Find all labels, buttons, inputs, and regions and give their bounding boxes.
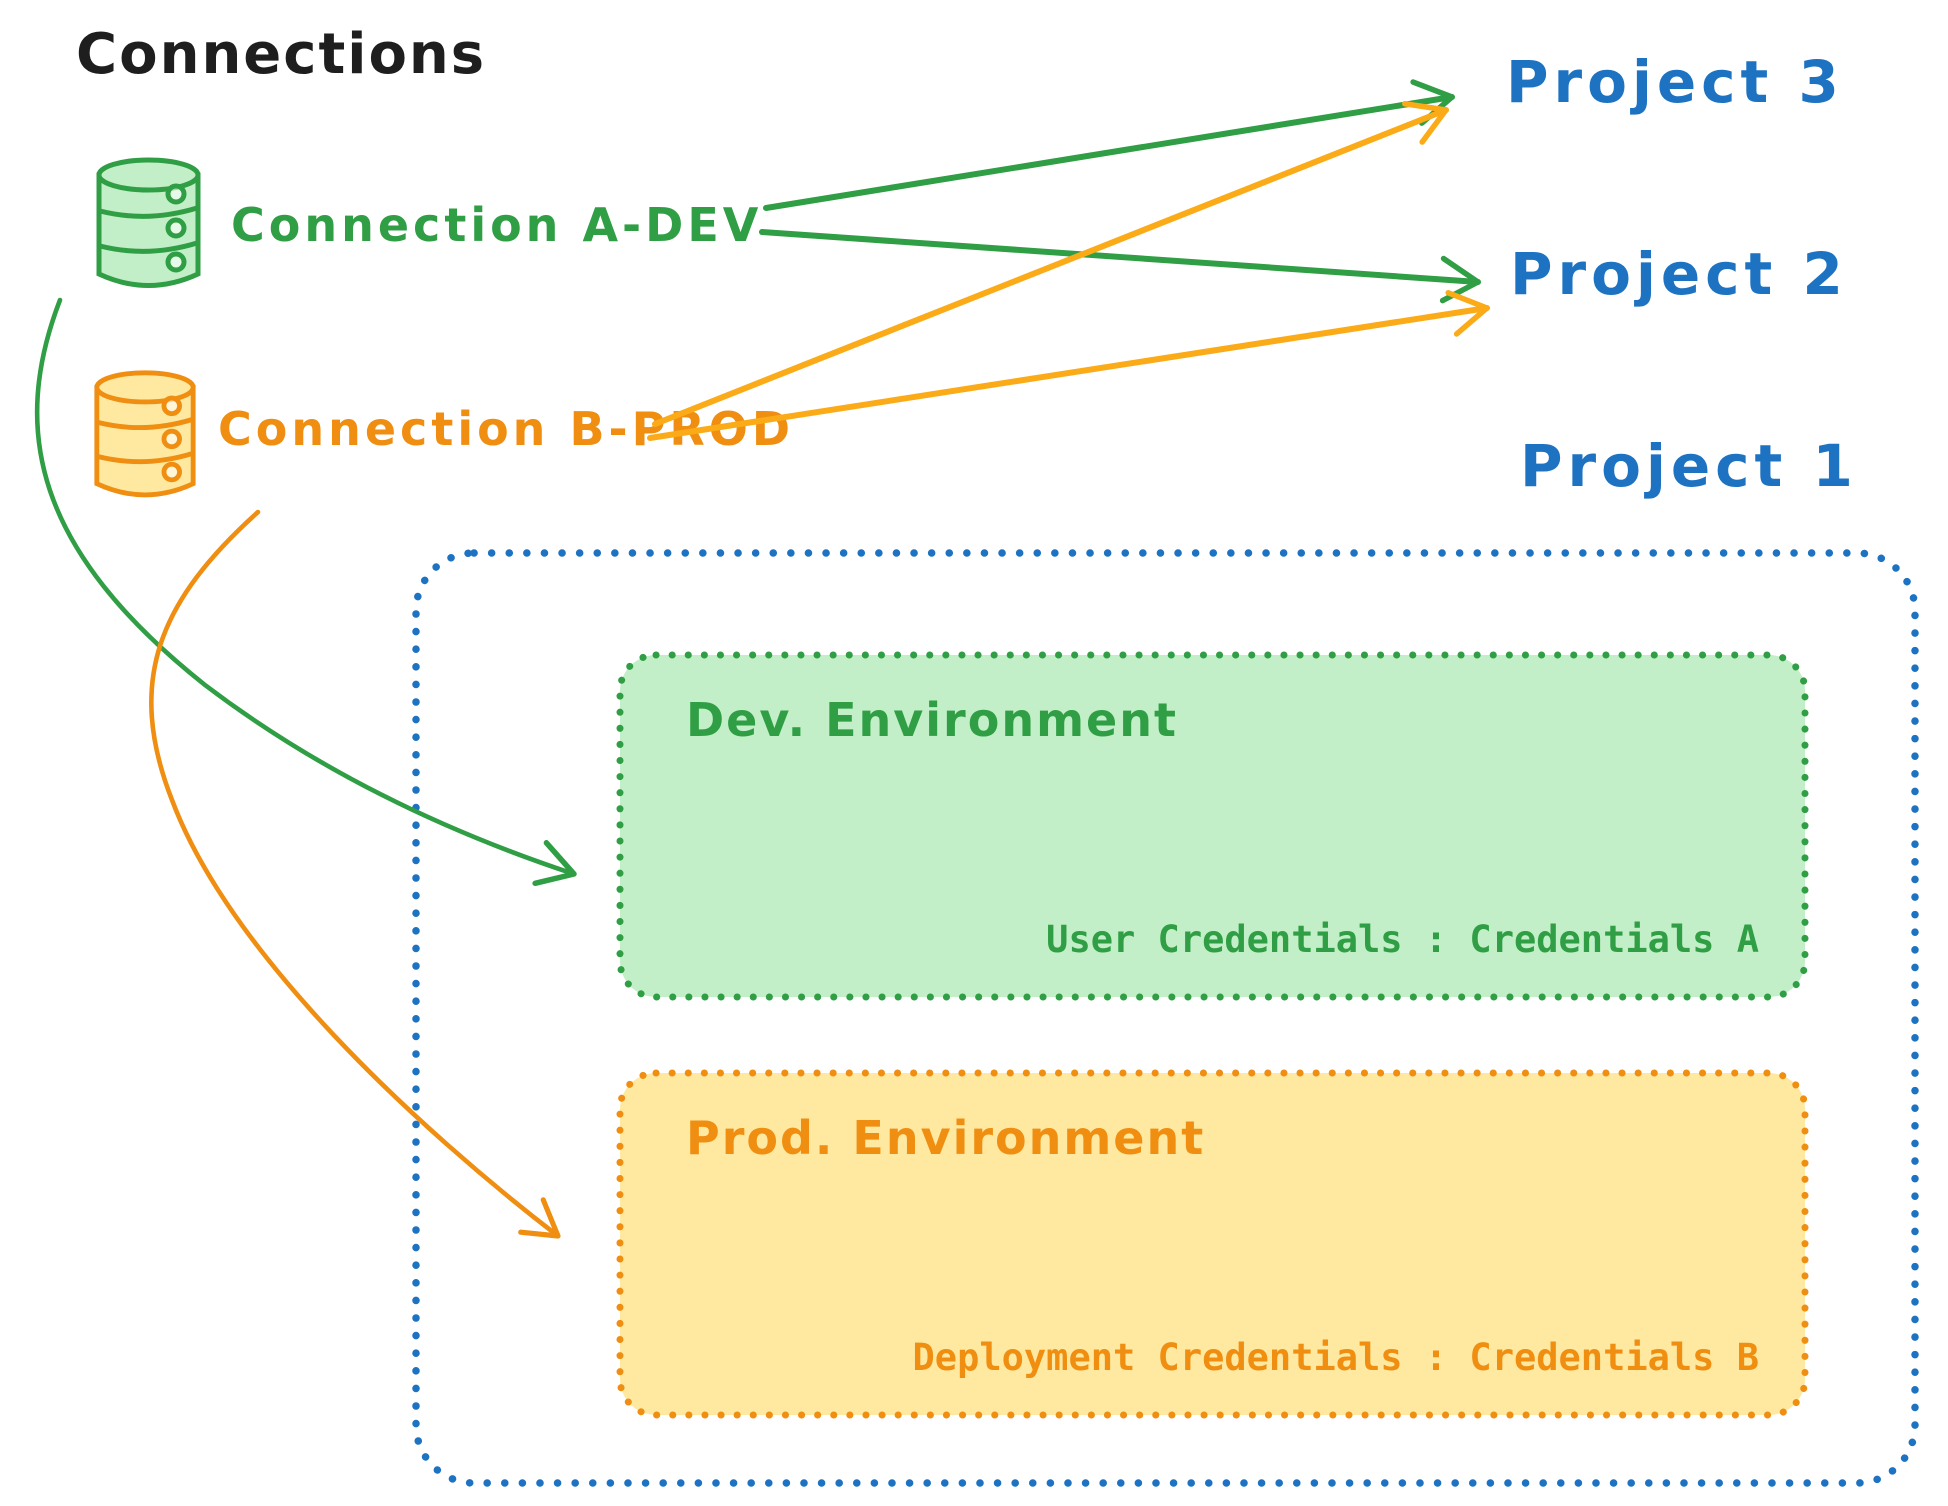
arrow-a-dev-to-project-2 — [759, 229, 1481, 304]
connection-b-prod-label: Connection B-PROD — [218, 402, 795, 456]
dev-environment-credentials: User Credentials : Credentials A — [1046, 918, 1759, 961]
database-icon — [92, 153, 205, 300]
arrow-b-prod-to-prod-environment — [149, 509, 561, 1239]
page-title: Connections — [76, 22, 487, 87]
database-icon — [90, 366, 200, 509]
project-3-label: Project 3 — [1506, 48, 1844, 116]
prod-environment-title: Prod. Environment — [686, 1111, 1206, 1165]
arrow-b-prod-to-project-3 — [652, 101, 1449, 427]
prod-environment-credentials: Deployment Credentials : Credentials B — [912, 1336, 1759, 1379]
prod-environment-box: Prod. Environment Deployment Credentials… — [620, 1073, 1805, 1415]
dev-environment-box: Dev. Environment User Credentials : Cred… — [620, 655, 1805, 997]
dev-environment-title: Dev. Environment — [686, 693, 1178, 747]
arrow-a-dev-to-project-3 — [763, 79, 1455, 211]
project-1-label: Project 1 — [1520, 432, 1858, 500]
project-2-label: Project 2 — [1510, 240, 1848, 308]
connection-a-dev-label: Connection A-DEV — [231, 198, 763, 252]
